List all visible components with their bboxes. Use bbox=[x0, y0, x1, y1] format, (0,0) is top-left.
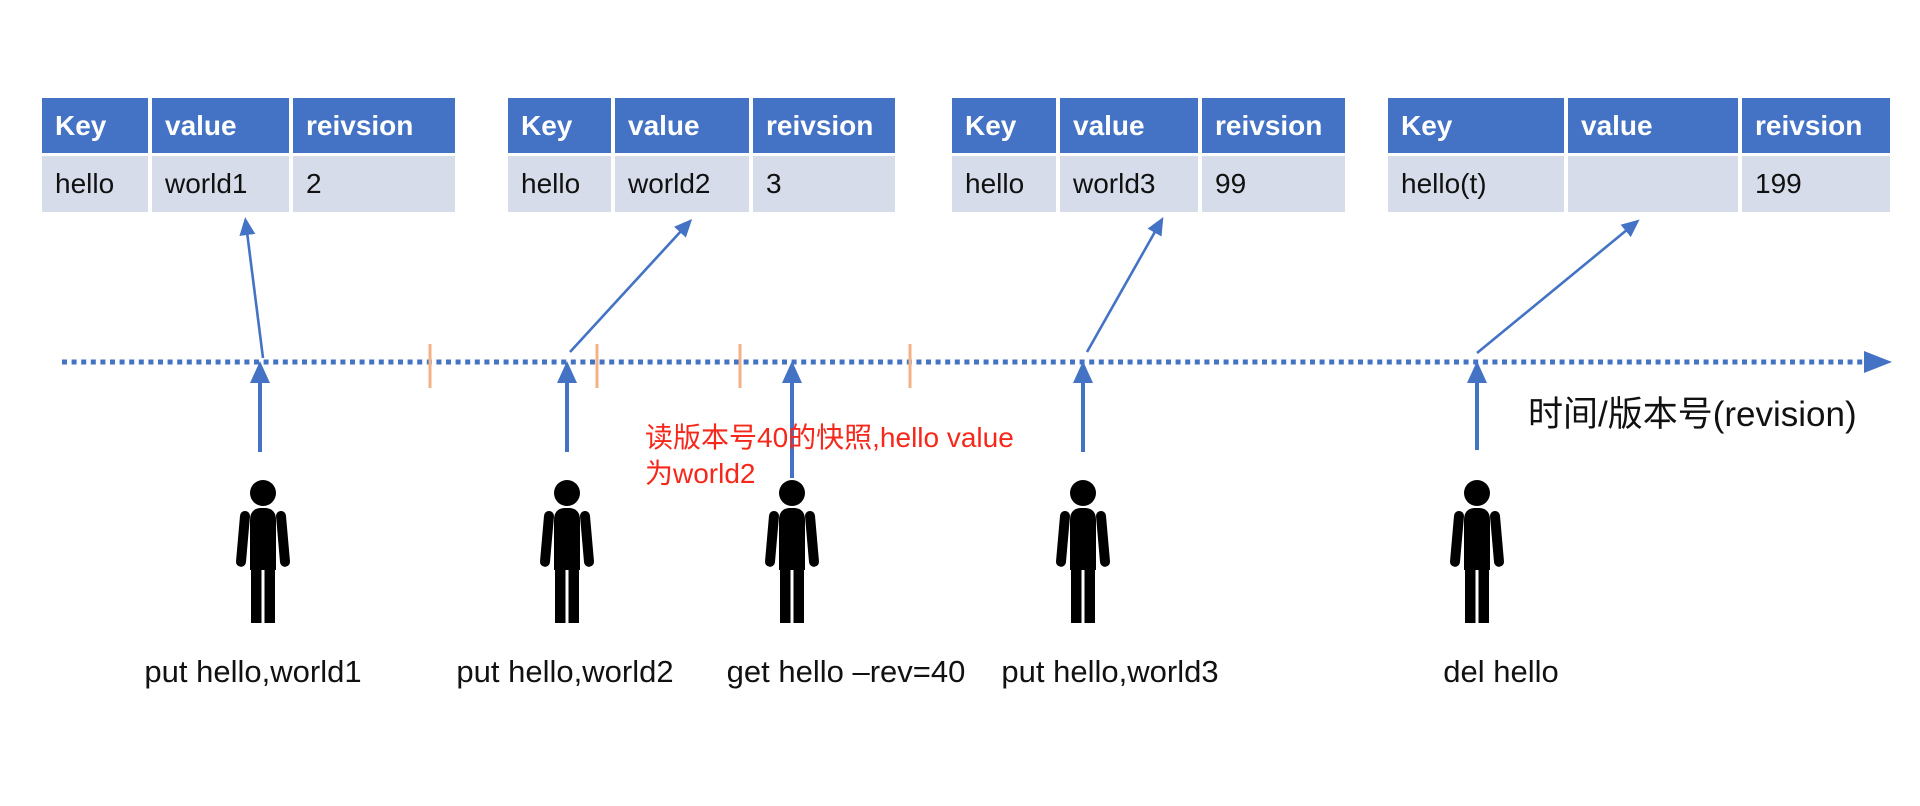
kv-cell-key: hello(t) bbox=[1388, 156, 1564, 212]
kv-header-revision: reivsion bbox=[753, 98, 895, 153]
kv-cell-value bbox=[1568, 156, 1738, 212]
kv-table-1: Key value reivsion hello world1 2 bbox=[42, 98, 455, 212]
kv-table-2: Key value reivsion hello world2 3 bbox=[508, 98, 895, 212]
kv-cell-revision: 3 bbox=[753, 156, 895, 212]
kv-header-key: Key bbox=[508, 98, 611, 153]
person-figure-2 bbox=[535, 480, 599, 623]
kv-header-revision: reivsion bbox=[1202, 98, 1345, 153]
table-pointer-arrow-1 bbox=[239, 217, 265, 359]
event-command-label-2: put hello,world2 bbox=[456, 654, 674, 689]
kv-cell-revision: 199 bbox=[1742, 156, 1890, 212]
snapshot-annotation-line2: 为world2 bbox=[645, 458, 756, 490]
snapshot-annotation-line1: 读版本号40的快照,hello value bbox=[645, 422, 1014, 453]
person-icon bbox=[236, 480, 291, 623]
kv-cell-value: world1 bbox=[152, 156, 289, 212]
person-icon bbox=[765, 480, 820, 623]
kv-header-key: Key bbox=[1388, 98, 1564, 153]
timeline-axis-label: 时间/版本号(revision) bbox=[1528, 395, 1857, 434]
kv-table-4: Key value reivsion hello(t) 199 bbox=[1388, 98, 1890, 212]
kv-header-value: value bbox=[1060, 98, 1198, 153]
event-command-label-3: get hello –rev=40 bbox=[726, 654, 966, 689]
kv-cell-revision: 99 bbox=[1202, 156, 1345, 212]
kv-cell-key: hello bbox=[952, 156, 1056, 212]
person-figure-4 bbox=[1051, 480, 1115, 623]
kv-header-value: value bbox=[152, 98, 289, 153]
person-figure-1 bbox=[231, 480, 295, 623]
event-command-label-5: del hello bbox=[1443, 654, 1559, 689]
kv-cell-value: world2 bbox=[615, 156, 749, 212]
person-icon bbox=[1056, 480, 1111, 623]
kv-header-revision: reivsion bbox=[293, 98, 455, 153]
kv-cell-revision: 2 bbox=[293, 156, 455, 212]
kv-header-value: value bbox=[1568, 98, 1738, 153]
kv-header-revision: reivsion bbox=[1742, 98, 1890, 153]
person-icon bbox=[1450, 480, 1505, 623]
event-command-label-4: put hello,world3 bbox=[1001, 654, 1219, 689]
kv-header-value: value bbox=[615, 98, 749, 153]
person-icon bbox=[540, 480, 595, 623]
person-figure-3 bbox=[760, 480, 824, 623]
table-pointer-arrow-3 bbox=[1085, 216, 1164, 353]
kv-cell-value: world3 bbox=[1060, 156, 1198, 212]
kv-table-3: Key value reivsion hello world3 99 bbox=[952, 98, 1345, 212]
kv-header-key: Key bbox=[952, 98, 1056, 153]
kv-header-key: Key bbox=[42, 98, 148, 153]
event-command-label-1: put hello,world1 bbox=[144, 654, 362, 689]
person-figure-5 bbox=[1445, 480, 1509, 623]
kv-cell-key: hello bbox=[508, 156, 611, 212]
table-pointer-arrow-2 bbox=[569, 218, 693, 353]
kv-cell-key: hello bbox=[42, 156, 148, 212]
snapshot-annotation: 读版本号40的快照,hello value 为world2 bbox=[645, 420, 1014, 493]
table-pointer-arrow-4 bbox=[1476, 219, 1640, 355]
timeline-arrowhead-icon bbox=[1864, 351, 1892, 373]
